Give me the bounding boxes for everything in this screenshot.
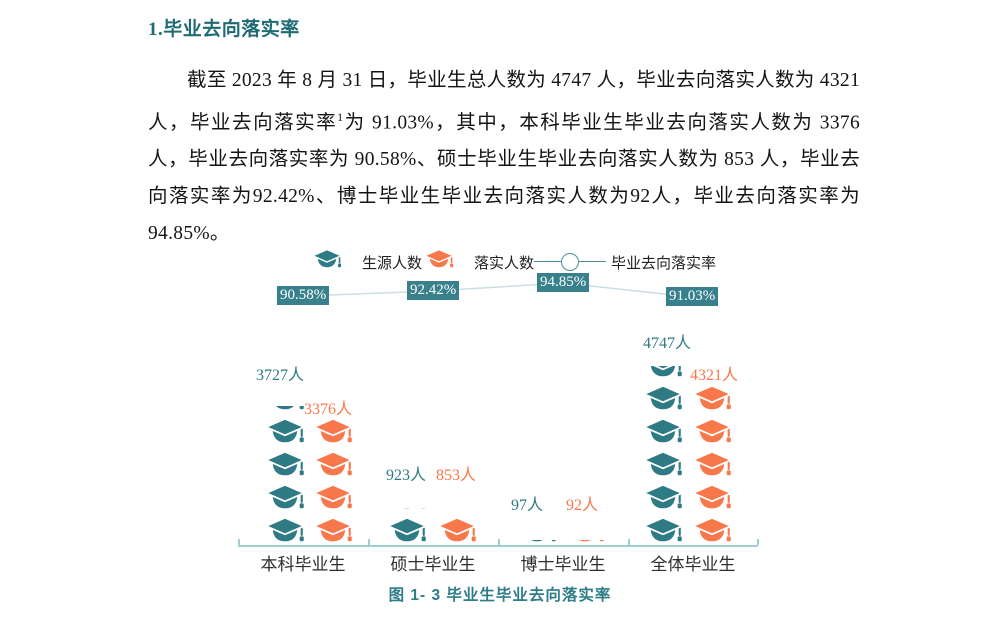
grad-cap-icon (265, 484, 305, 512)
paragraph-text-after-footnote: 为 91.03%，其中，本科毕业生毕业去向落实人数为 3376 人，毕业去向落实… (148, 112, 861, 244)
grad-cap-icon (313, 484, 353, 512)
axis-tick (498, 539, 500, 545)
legend-rate-label: 毕业去向落实率 (611, 256, 717, 272)
grad-cap-icon (643, 366, 683, 380)
grad-cap-partial-icon (643, 366, 683, 380)
paragraph-text-before-footnote: 截至 2023 年 8 月 31 日，毕业生总人数为 4747 人，毕业去向落实… (148, 69, 860, 134)
rate-label: 90.58% (277, 286, 330, 305)
rate-connector-line (302, 282, 693, 298)
value-label: 3727人 (256, 367, 305, 384)
grad-cap-stack-item (643, 517, 683, 545)
grad-cap-icon (565, 540, 605, 545)
legend-source-label: 生源人数 (362, 256, 423, 272)
footnote-marker: 1 (337, 109, 344, 124)
figure-chart: 生源人数 落实人数 毕业去向落实率 本科毕业生 硕士毕业生 博士毕业生 全体毕业生 37… (0, 236, 981, 604)
grad-cap-icon (643, 451, 683, 479)
grad-cap-icon (692, 451, 732, 479)
grad-cap-partial-icon (565, 540, 605, 545)
rate-marker-legend-icon (561, 253, 579, 271)
category-label: 博士毕业生 (520, 555, 606, 574)
grad-cap-icon (265, 406, 305, 413)
category-label: 本科毕业生 (260, 555, 346, 574)
grad-cap-icon (643, 418, 683, 446)
figure-caption: 图 1- 3 毕业生毕业去向落实率 (388, 587, 612, 604)
grad-cap-icon (692, 484, 732, 512)
grad-cap-icon (692, 517, 732, 545)
rate-label: 92.42% (407, 281, 460, 300)
grad-cap-stack-item (265, 451, 305, 479)
axis-tick (757, 539, 759, 545)
grad-cap-partial-icon (265, 406, 305, 413)
category-label: 硕士毕业生 (390, 555, 476, 574)
grad-cap-stack-item (313, 484, 353, 512)
grad-cap-stack-item (643, 418, 683, 446)
rate-label: 94.85% (537, 273, 590, 292)
grad-cap-icon (313, 451, 353, 479)
value-label: 853人 (436, 467, 477, 484)
axis-tick (368, 539, 370, 545)
value-label: 4747人 (643, 335, 692, 352)
placed-cap-legend-icon (424, 249, 454, 275)
grad-cap-icon (387, 508, 427, 512)
grad-cap-stack-item (313, 451, 353, 479)
page-title: 1.毕业去向落实率 (148, 19, 300, 40)
grad-cap-icon (265, 517, 305, 545)
legend-placed-label: 落实人数 (474, 256, 535, 272)
grad-cap-icon (517, 540, 557, 545)
grad-cap-icon (643, 517, 683, 545)
value-label: 923人 (386, 467, 427, 484)
value-label: 3376人 (304, 401, 353, 418)
rate-label: 91.03% (666, 287, 719, 306)
grad-cap-stack-item (692, 484, 732, 512)
grad-cap-stack-item (643, 451, 683, 479)
grad-cap-icon (692, 385, 732, 413)
grad-cap-icon (312, 249, 342, 270)
grad-cap-stack-item (265, 484, 305, 512)
x-axis (238, 545, 758, 547)
grad-cap-icon (692, 418, 732, 446)
grad-cap-icon (424, 249, 454, 270)
grad-cap-icon (265, 451, 305, 479)
source-cap-legend-icon (312, 249, 342, 275)
grad-cap-icon (387, 517, 427, 545)
grad-cap-stack-item (643, 484, 683, 512)
grad-cap-partial-icon (517, 540, 557, 545)
grad-cap-icon (313, 418, 353, 446)
grad-cap-stack-item (437, 517, 477, 545)
axis-tick (238, 539, 240, 545)
grad-cap-stack-item (692, 418, 732, 446)
grad-cap-partial-icon (387, 508, 427, 512)
body-paragraph: 截至 2023 年 8 月 31 日，毕业生总人数为 4747 人，毕业去向落实… (148, 62, 860, 253)
grad-cap-icon (643, 385, 683, 413)
grad-cap-icon (313, 517, 353, 545)
grad-cap-stack-item (265, 418, 305, 446)
category-label: 全体毕业生 (650, 555, 736, 574)
grad-cap-stack-item (387, 517, 427, 545)
grad-cap-stack-item (692, 451, 732, 479)
grad-cap-stack-item (692, 517, 732, 545)
grad-cap-stack-item (265, 517, 305, 545)
grad-cap-stack-item (313, 418, 353, 446)
axis-tick (628, 539, 630, 545)
value-label: 92人 (566, 497, 599, 514)
value-label: 97人 (511, 497, 544, 514)
value-label: 4321人 (690, 367, 739, 384)
grad-cap-stack-item (692, 385, 732, 413)
grad-cap-stack-item (313, 517, 353, 545)
grad-cap-icon (265, 418, 305, 446)
grad-cap-icon (437, 517, 477, 545)
grad-cap-stack-item (643, 385, 683, 413)
grad-cap-icon (643, 484, 683, 512)
